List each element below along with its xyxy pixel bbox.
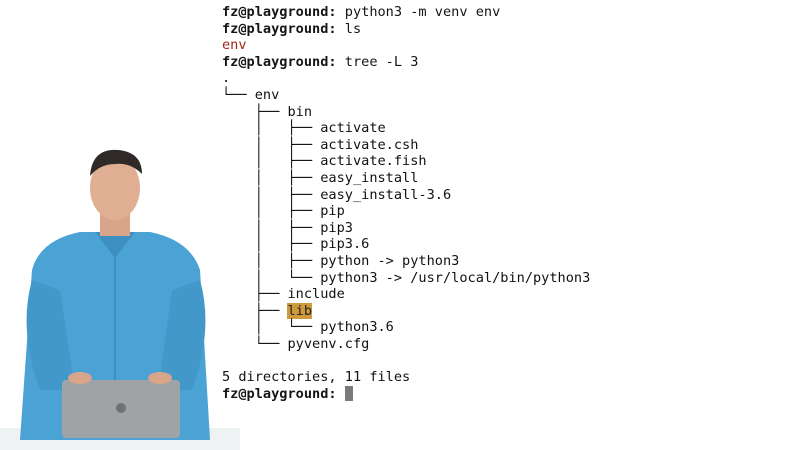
tree-line: ├── include [222, 286, 345, 303]
prompt: fz@playground: [222, 4, 337, 20]
command-text: tree -L 3 [336, 53, 419, 70]
tree-line: └── pyvenv.cfg [222, 335, 370, 352]
command-line-1: fz@playground: python3 -m venv env [222, 4, 782, 21]
prompt: fz@playground: [222, 20, 337, 37]
blank-line [222, 352, 782, 369]
tree-summary: 5 directories, 11 files [222, 369, 411, 386]
tree-line-lib: ├── lib [222, 302, 782, 320]
command-line-4: fz@playground: [222, 385, 782, 403]
command-text: ls [336, 20, 362, 37]
prompt: fz@playground: [222, 385, 337, 402]
ls-output: env [222, 37, 247, 54]
tree-line: │ ├── activate.fish [222, 153, 427, 170]
tree-line: │ ├── pip [222, 203, 345, 220]
tree-line: │ └── python3.6 [222, 319, 394, 336]
tree-line: │ ├── python -> python3 [222, 252, 460, 269]
tree-line: │ ├── easy_install-3.6 [222, 186, 452, 203]
collar [95, 232, 135, 258]
tree-line: . [222, 70, 231, 87]
tree-line: │ ├── activate [222, 120, 386, 137]
command-line-2: fz@playground: ls [222, 21, 782, 38]
hair [90, 149, 142, 176]
presenter-illustration [0, 149, 240, 450]
tree-line: │ └── python3 -> /usr/local/bin/python3 [222, 269, 591, 286]
tree-line: │ ├── easy_install [222, 169, 419, 186]
command-line-3: fz@playground: tree -L 3 [222, 54, 782, 71]
left-arm [26, 280, 75, 390]
tree-branch: ├── [222, 302, 288, 319]
apple-logo-icon [116, 403, 126, 413]
command-text: python3 -m venv env [336, 4, 501, 20]
highlighted-lib-dir: lib [287, 302, 313, 319]
prompt: fz@playground: [222, 53, 337, 70]
terminal-output: fz@playground: python3 -m venv env fz@pl… [222, 4, 782, 402]
tree-line: │ ├── activate.csh [222, 136, 419, 153]
tree-line: │ ├── pip3 [222, 219, 353, 236]
tree-line: │ ├── pip3.6 [222, 236, 370, 253]
head [90, 156, 140, 220]
right-arm [158, 280, 206, 390]
tree-line: └── env [222, 86, 280, 103]
terminal-cursor [344, 385, 353, 401]
tree-line: ├── bin [222, 103, 313, 120]
